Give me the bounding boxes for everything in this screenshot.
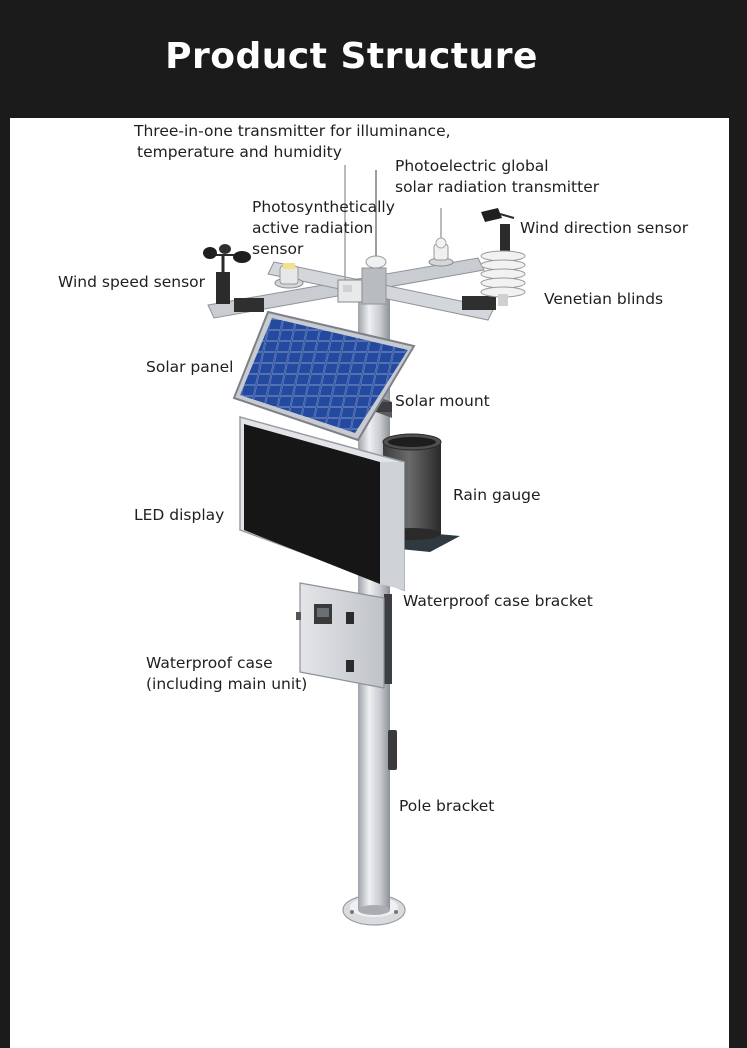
par-sensor-device <box>274 263 304 289</box>
photoelectric-radiation-device <box>428 208 454 267</box>
header-bar: Product Structure <box>0 0 747 118</box>
solar-panel-device <box>232 310 416 442</box>
label-three-in-one-line1: Three-in-one transmitter for illuminance… <box>134 122 451 140</box>
label-waterproof-case-line1: Waterproof case <box>146 654 273 672</box>
label-waterproof-bracket: Waterproof case bracket <box>403 592 593 610</box>
label-wind-speed: Wind speed sensor <box>58 273 206 291</box>
label-waterproof-case-line2: (including main unit) <box>146 675 308 693</box>
page-title: Product Structure <box>165 36 538 77</box>
label-par-line2: active radiation <box>252 219 374 237</box>
label-led-display: LED display <box>134 506 225 524</box>
label-rain-gauge: Rain gauge <box>453 486 541 504</box>
wind-speed-sensor-device <box>203 244 251 304</box>
label-venetian-blinds: Venetian blinds <box>544 290 664 308</box>
label-three-in-one-line2: temperature and humidity <box>137 143 342 161</box>
label-wind-direction: Wind direction sensor <box>520 219 689 237</box>
three-in-one-transmitter-device <box>337 165 363 303</box>
label-photoelectric-line2: solar radiation transmitter <box>395 178 600 196</box>
venetian-blinds-device <box>480 250 526 306</box>
label-solar-panel: Solar panel <box>146 358 234 376</box>
label-photoelectric-line1: Photoelectric global <box>395 157 549 175</box>
waterproof-case-device <box>296 582 385 689</box>
label-pole-bracket: Pole bracket <box>399 797 495 815</box>
pole-bracket-clamp <box>388 730 397 770</box>
waterproof-case-bracket <box>384 594 392 684</box>
label-par-line1: Photosynthetically <box>252 198 395 216</box>
wind-direction-sensor-device <box>481 208 515 254</box>
label-par-line3: sensor <box>252 240 304 258</box>
label-solar-mount: Solar mount <box>395 392 490 410</box>
led-display-device <box>239 416 405 592</box>
